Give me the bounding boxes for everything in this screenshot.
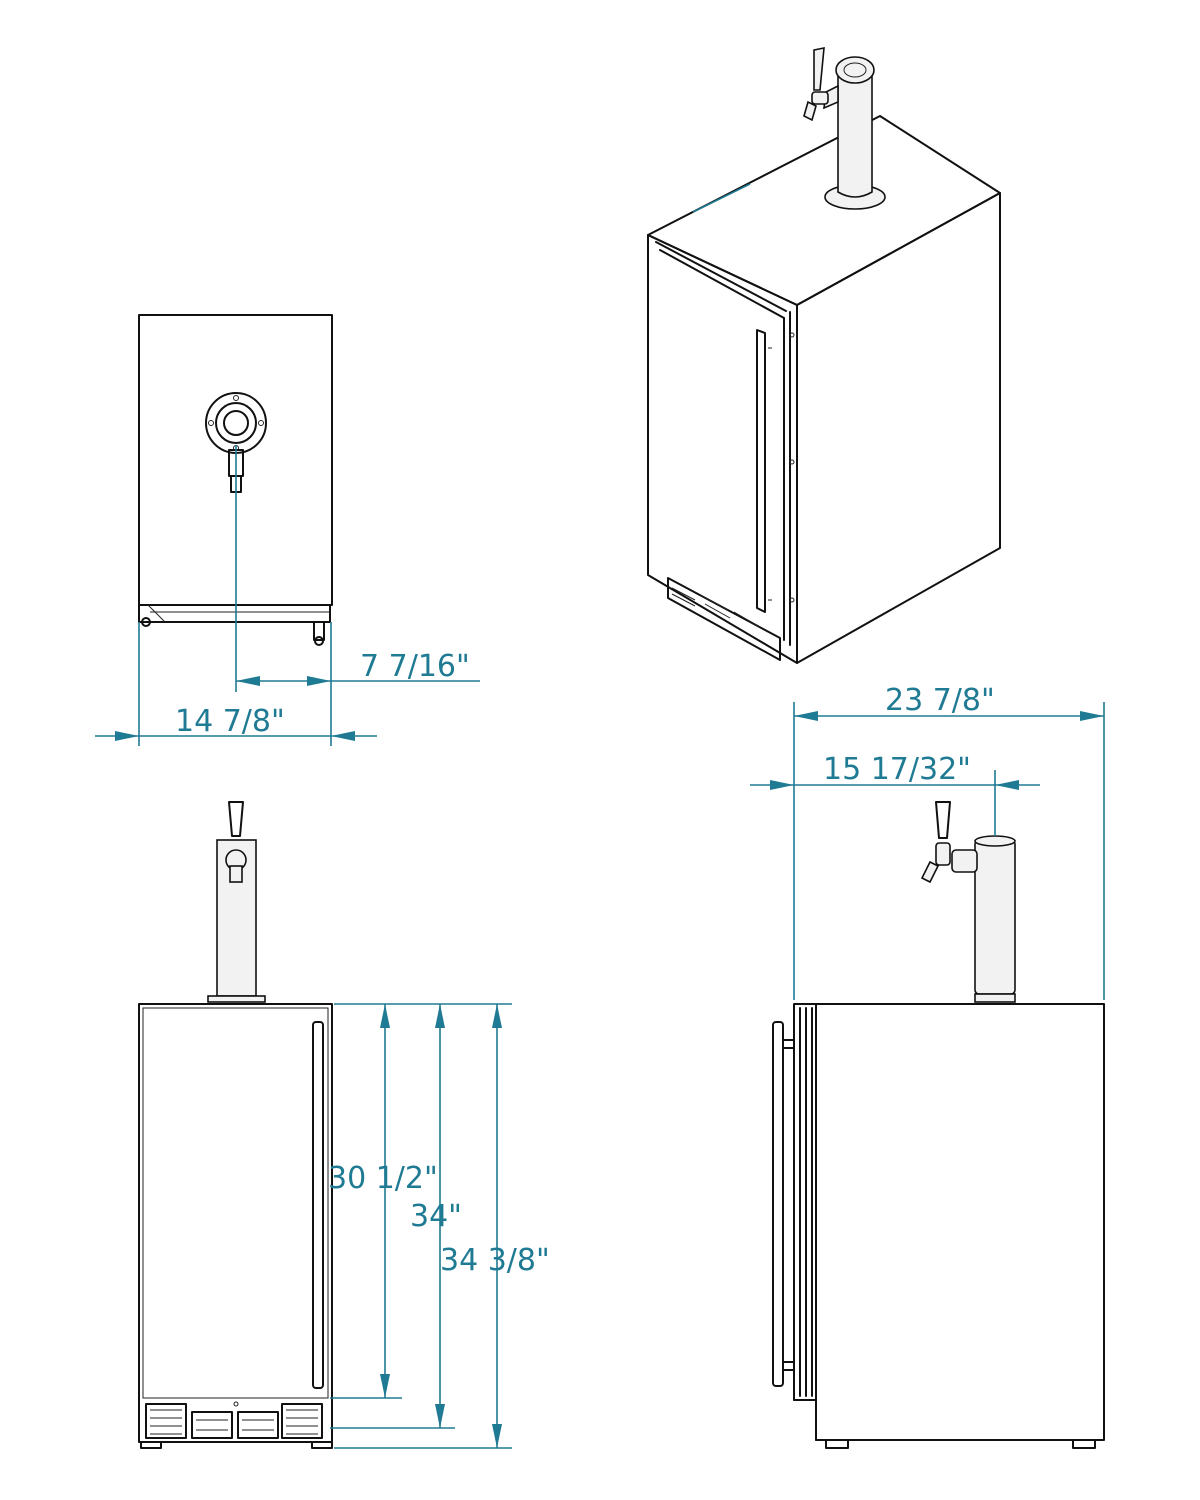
iso-faucet (811, 91, 829, 105)
front-view-tower (216, 839, 257, 997)
iso-tower (837, 71, 873, 198)
front-view-door-handle (312, 1021, 324, 1389)
top-view-tower-ring (215, 402, 257, 444)
side-tower-offset-dimension-label: 15 17/32" (823, 752, 971, 787)
side-view-door-handle (772, 1021, 784, 1387)
side-depth-dimension-label: 23 7/8" (885, 683, 995, 718)
iso-side-face (796, 192, 1001, 664)
side-view-tap-handle (935, 801, 951, 839)
top-view-offset-dimension-label: 7 7/16" (360, 649, 470, 684)
front-view-tower-base (207, 995, 266, 1003)
top-view-tower-bore (223, 410, 249, 436)
top-view-width-dimension-label: 14 7/8" (175, 704, 285, 739)
iso-tower-top (835, 56, 875, 84)
side-view-door-frame (799, 1007, 813, 1397)
front-view-grille (145, 1401, 323, 1439)
side-view-cabinet (815, 1003, 1105, 1441)
side-view-faucet (951, 849, 978, 873)
side-view: 23 7/8" 15 17/32" (750, 683, 1105, 1449)
iso-grille (667, 577, 781, 661)
front-view-tap-handle (228, 801, 244, 837)
front-view: 30 1/2" 34" 34 3/8" (138, 801, 550, 1449)
iso-door-handle (756, 329, 766, 613)
top-view-handle-strip (138, 604, 331, 623)
front-cabinet-height-dimension-label: 34" (410, 1199, 462, 1234)
iso-top-face (647, 115, 1001, 306)
front-door-height-dimension-label: 30 1/2" (328, 1161, 438, 1196)
side-view-tower (974, 839, 1016, 995)
front-view-cabinet (138, 1003, 333, 1443)
iso-tap-handle (813, 47, 825, 91)
isometric-view (647, 47, 1001, 664)
top-view: 7 7/16" 14 7/8" (95, 314, 480, 746)
front-overall-height-dimension-label: 34 3/8" (440, 1243, 550, 1278)
